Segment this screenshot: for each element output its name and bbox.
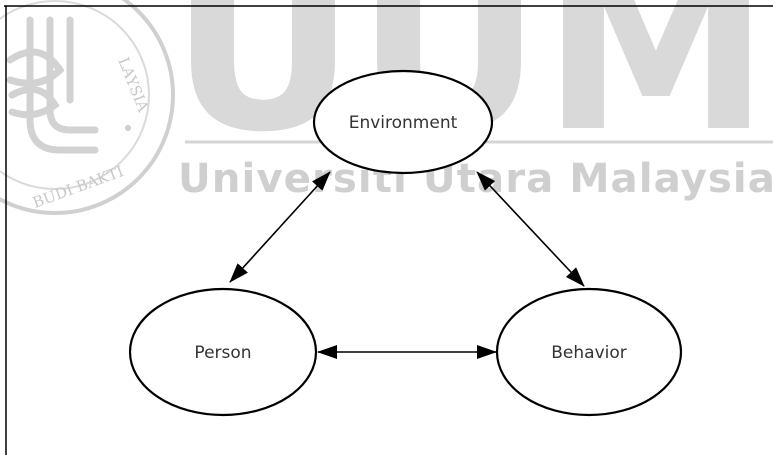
node-behavior: Behavior — [495, 287, 683, 417]
edge-environment-person — [229, 171, 331, 283]
university-seal: LAYSIA BUDI BAKTI — [0, 0, 175, 215]
node-person: Person — [128, 287, 318, 417]
node-environment: Environment — [312, 69, 494, 175]
node-environment-label: Environment — [349, 113, 458, 133]
seal-inner-ring — [0, 0, 150, 190]
seal-text-right: LAYSIA — [114, 55, 152, 115]
diagram-edges — [229, 171, 585, 359]
node-person-ellipse — [128, 287, 318, 417]
node-behavior-label: Behavior — [551, 343, 627, 363]
node-behavior-ellipse — [495, 287, 683, 417]
watermark-name: Universiti Utara Malaysia — [178, 156, 773, 202]
seal-text-bottom: BUDI BAKTI — [30, 162, 126, 212]
edge-environment-behavior — [476, 171, 585, 287]
node-environment-ellipse — [312, 69, 494, 175]
seal-dot — [125, 125, 131, 131]
seal-emblem — [6, 16, 99, 154]
node-person-label: Person — [194, 343, 251, 363]
seal-outer-ring — [0, 0, 175, 215]
